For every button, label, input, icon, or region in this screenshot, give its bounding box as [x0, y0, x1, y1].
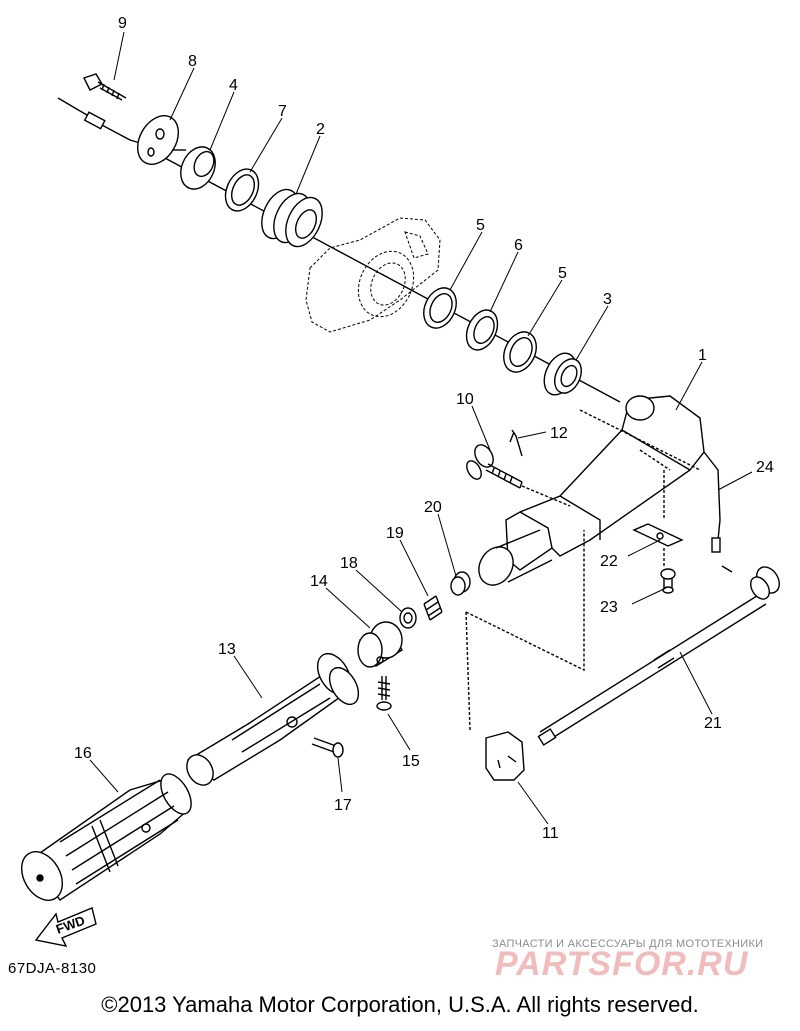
callout-14: 14	[310, 573, 328, 590]
part-5-washer-b	[503, 331, 537, 373]
callout-11: 11	[542, 825, 559, 842]
callout-20: 20	[424, 499, 442, 516]
part-20-bushing	[450, 571, 471, 596]
callout-15: 15	[402, 753, 420, 770]
callout-9: 9	[118, 15, 127, 32]
part-5-washer-a	[423, 287, 457, 329]
callout-23: 23	[600, 599, 618, 616]
callout-19: 19	[386, 525, 404, 542]
callout-13: 13	[218, 641, 236, 658]
callout-8: 8	[188, 53, 197, 70]
part-22-plate	[632, 470, 684, 566]
callout-numbers: 9 8 4 7 2 5 6 5 3 1 10 12 24 20 19 18 14…	[74, 15, 774, 842]
part-14-collar	[357, 621, 403, 668]
callout-10: 10	[456, 391, 474, 408]
callout-7: 7	[278, 103, 287, 120]
leader-lines	[89, 31, 753, 825]
part-11-stopper	[465, 530, 585, 781]
callout-4: 4	[229, 77, 238, 94]
cable-end-fitting	[83, 111, 106, 130]
figure-code: 67DJA-8130	[8, 960, 97, 977]
part-2-friction-ring	[261, 188, 323, 248]
callout-18: 18	[340, 555, 358, 572]
watermark-tagline: ЗАПЧАСТИ И АКСЕССУАРЫ ДЛЯ МОТОТЕХНИКИ	[492, 938, 764, 950]
part-15-screw	[376, 676, 392, 711]
callout-2: 2	[316, 121, 325, 138]
copyright-notice: ©2013 Yamaha Motor Corporation, U.S.A. A…	[101, 992, 699, 1017]
part-9-bolt	[83, 73, 127, 101]
fwd-arrow	[34, 907, 97, 947]
part-6-spacer	[465, 309, 499, 351]
callout-22: 22	[600, 553, 618, 570]
callout-21: 21	[704, 715, 722, 732]
part-21-rod	[537, 566, 780, 746]
part-3-collar	[543, 352, 582, 396]
watermark-logo: PARTSFOR.RU	[495, 945, 749, 983]
callout-12: 12	[550, 425, 568, 442]
part-18-washer	[399, 607, 417, 629]
part-1-tiller-arm	[478, 395, 733, 586]
part-13-throttle-shaft	[186, 653, 360, 786]
callout-17: 17	[334, 797, 352, 814]
part-8-plate	[137, 115, 186, 165]
part-23-bolt	[660, 568, 676, 594]
part-10-wing-bolt	[466, 444, 571, 507]
callout-5a: 5	[476, 217, 485, 234]
part-12-pin	[509, 429, 523, 457]
callout-1: 1	[698, 347, 707, 364]
callout-16: 16	[74, 745, 92, 762]
part-7-o-ring	[224, 168, 260, 212]
callout-3: 3	[603, 291, 612, 308]
part-16-grip	[21, 773, 192, 901]
callout-5b: 5	[558, 265, 567, 282]
callout-6: 6	[514, 237, 523, 254]
tiller-bracket-housing	[305, 217, 441, 333]
part-19-spring	[423, 595, 443, 621]
part-17-screw	[311, 737, 344, 758]
part-4-collar	[180, 146, 216, 190]
callout-24: 24	[756, 459, 774, 476]
